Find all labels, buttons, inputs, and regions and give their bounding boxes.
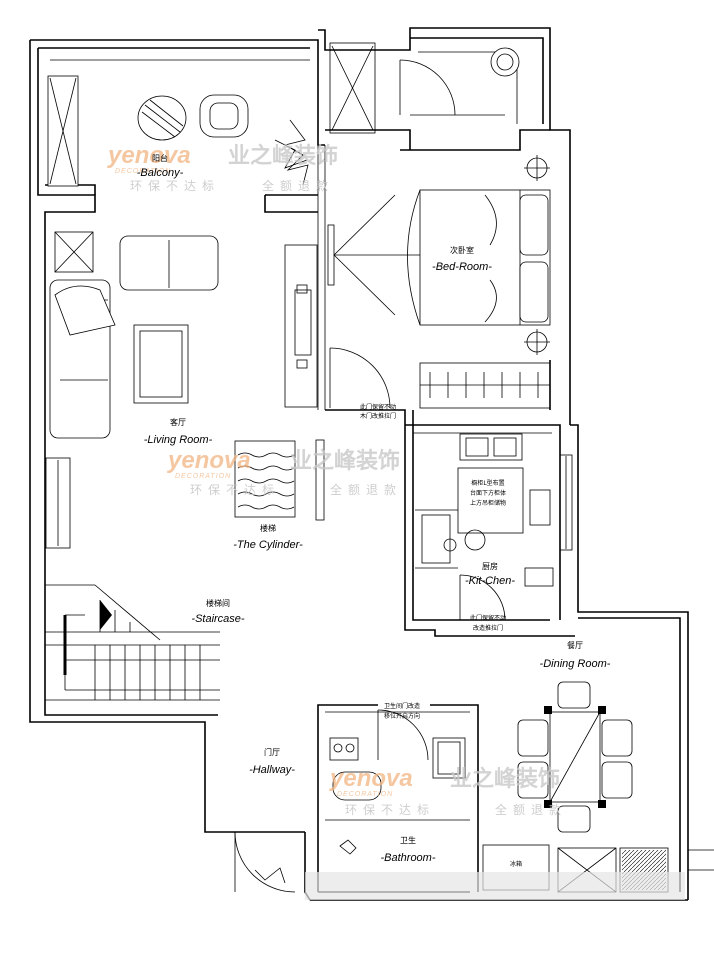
watermark-slogan-left: 环保不达标 bbox=[345, 803, 435, 817]
nightstands bbox=[524, 155, 550, 355]
note-line: 移位开启方向 bbox=[384, 712, 420, 720]
plant bbox=[274, 119, 309, 186]
watermark-slogan-right: 全额退款 bbox=[330, 482, 402, 497]
kitchen-walls bbox=[405, 424, 561, 620]
cylinder-element bbox=[234, 439, 325, 521]
watermark-company: 业之峰装饰 bbox=[290, 448, 400, 474]
cylinder-label-en: -The Cylinder- bbox=[233, 539, 303, 551]
bedroom-walls bbox=[325, 42, 575, 637]
dining-label-cn: 餐厅 bbox=[567, 641, 583, 650]
bathroom-label-en: -Bathroom- bbox=[380, 852, 435, 864]
living-label-cn: 客厅 bbox=[170, 417, 186, 427]
watermark-slogan-left: 环保不达标 bbox=[130, 179, 220, 193]
note-line: 此门保留不动 bbox=[470, 614, 506, 622]
wardrobe bbox=[420, 372, 550, 398]
staircase-label-en: -Staircase- bbox=[191, 613, 245, 625]
bathroom-walls bbox=[317, 704, 479, 892]
label-balcony: 阳台 -Balcony- bbox=[137, 153, 184, 179]
watermark-company: 业之峰装饰 bbox=[228, 143, 338, 169]
label-bathroom: 卫生 -Bathroom- bbox=[380, 835, 435, 864]
label-bedroom: 次卧室 -Bed-Room- bbox=[432, 245, 492, 273]
watermark-2: yenova DECORATION 业之峰装饰 环保不达标 全额退款 bbox=[167, 447, 402, 497]
label-kitchen: 厨房 -Kit-Chen- bbox=[465, 561, 515, 587]
windows bbox=[45, 51, 573, 551]
watermark-brand: yenova bbox=[107, 142, 191, 169]
bedroom-label-cn: 次卧室 bbox=[450, 245, 474, 255]
note-line: 木门改推拉门 bbox=[360, 412, 396, 420]
fridge-label: 冰箱 bbox=[510, 860, 522, 868]
balcony-label-en: -Balcony- bbox=[137, 167, 184, 179]
entry-door[interactable] bbox=[234, 831, 311, 901]
watermark-brand-sub: DECORATION bbox=[115, 168, 171, 175]
bedroom-door[interactable] bbox=[329, 347, 391, 409]
note-line: 此门保留不动 bbox=[360, 403, 396, 411]
bedroom-label-en: -Bed-Room- bbox=[432, 261, 492, 273]
balcony-partition bbox=[45, 129, 550, 410]
note-line: 改造推拉门 bbox=[473, 624, 503, 632]
label-cylinder: 楼梯 -The Cylinder- bbox=[233, 523, 303, 551]
bottom-band bbox=[305, 872, 685, 900]
watermark-3: yenova DECORATION 业之峰装饰 环保不达标 全额退款 bbox=[329, 765, 567, 817]
balcony-door[interactable] bbox=[399, 59, 505, 116]
note-line: 橱柜L型布置 bbox=[471, 479, 504, 487]
staircase-label-cn: 楼梯间 bbox=[206, 598, 230, 608]
staircase bbox=[45, 584, 220, 701]
bathroom-label-cn: 卫生 bbox=[400, 835, 416, 845]
watermark-1: yenova DECORATION 业之峰装饰 环保不达标 全额退款 bbox=[107, 142, 338, 193]
balcony-label-cn: 阳台 bbox=[152, 153, 168, 163]
bathroom-door[interactable] bbox=[377, 709, 429, 761]
note-kitchen-counter: 橱柜L型布置 台面下方柜体 上方吊柜储物 bbox=[470, 479, 506, 507]
note-kitchen-door: 此门保留不动 改造推拉门 bbox=[470, 614, 506, 632]
kitchen-label-cn: 厨房 bbox=[482, 561, 498, 571]
bed bbox=[407, 189, 551, 326]
hallway-label-cn: 门厅 bbox=[264, 747, 280, 757]
watermark-brand: yenova bbox=[329, 765, 413, 792]
note-bedroom-door: 此门保留不动 木门改推拉门 bbox=[360, 403, 396, 420]
watermark-slogan-left: 环保不达标 bbox=[190, 483, 280, 497]
kitchen-label-en: -Kit-Chen- bbox=[465, 575, 515, 587]
dining-label-en: -Dining Room- bbox=[540, 658, 611, 670]
note-line: 卫生间门改造 bbox=[384, 702, 420, 710]
watermark-brand: yenova bbox=[167, 447, 251, 474]
watermark-brand-sub: DECORATION bbox=[175, 473, 231, 480]
label-staircase: 楼梯间 -Staircase- bbox=[191, 598, 245, 625]
label-hallway: 门厅 -Hallway- bbox=[249, 747, 295, 776]
hallway-label-en: -Hallway- bbox=[249, 764, 295, 776]
watermark-slogan-right: 全额退款 bbox=[495, 802, 567, 817]
note-line: 上方吊柜储物 bbox=[470, 499, 506, 507]
note-line: 台面下方柜体 bbox=[470, 489, 506, 497]
label-living: 客厅 -Living Room- bbox=[144, 417, 213, 446]
tv-projection bbox=[327, 194, 420, 316]
kitchen-door[interactable] bbox=[459, 574, 506, 621]
label-dining: 餐厅 -Dining Room- bbox=[540, 641, 611, 670]
cylinder-label-cn: 楼梯 bbox=[260, 523, 276, 533]
watermark-company: 业之峰装饰 bbox=[450, 766, 560, 792]
living-label-en: -Living Room- bbox=[144, 434, 213, 446]
note-bath-door: 卫生间门改造 移位开启方向 bbox=[384, 702, 420, 720]
dining-table bbox=[517, 681, 633, 833]
watermark-brand-sub: DECORATION bbox=[337, 791, 393, 798]
watermark-slogan-right: 全额退款 bbox=[262, 178, 334, 193]
living-furniture bbox=[49, 231, 318, 439]
balcony-furniture bbox=[47, 47, 520, 187]
